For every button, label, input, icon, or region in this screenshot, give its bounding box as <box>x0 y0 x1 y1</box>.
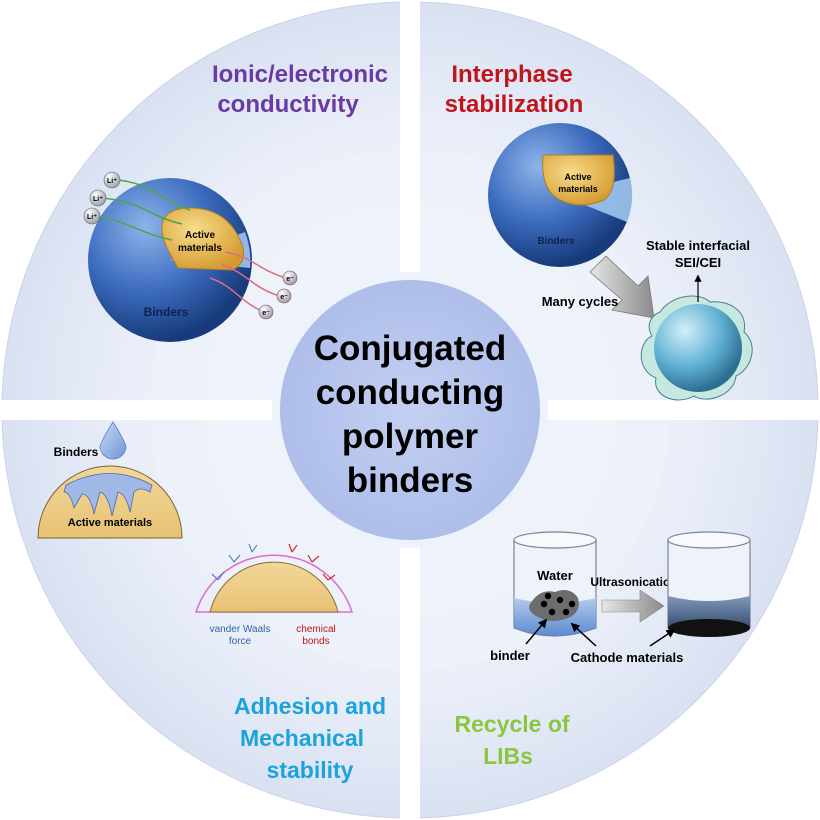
binder-pointer <box>525 618 548 645</box>
cathode-pointer-right <box>649 629 676 647</box>
q1-active-line-2: materials <box>178 243 222 254</box>
q1-electrons <box>258 270 298 320</box>
q1-title-line-1: Ionic/electronic <box>212 61 388 88</box>
vdw-label-line-1: vander Waals <box>210 624 271 635</box>
q3-active-label: Active materials <box>68 517 152 529</box>
q1-title-line-2: conductivity <box>217 91 359 118</box>
binder-label: binder <box>490 648 530 663</box>
q3-binders-label: Binders <box>54 445 99 459</box>
q4-title-line-2: LIBs <box>483 743 533 769</box>
q1-e-label-1: e⁻ <box>286 276 294 283</box>
q2-title-line-2: stabilization <box>445 91 584 118</box>
q4-title-line-1: Recycle of <box>454 711 569 737</box>
vdw-label-line-2: force <box>229 636 252 647</box>
q1-e-label-3: e⁻ <box>262 310 270 317</box>
chem-label-line-2: bonds <box>302 636 329 647</box>
center-circle <box>280 280 540 540</box>
center-line-1: Conjugated <box>314 329 506 368</box>
q1-active-line-1: Active <box>185 230 215 241</box>
q1-li-label-1: Li⁺ <box>107 178 117 185</box>
q3-title-line-3: stability <box>267 757 354 783</box>
q3-title-line-1: Adhesion and <box>234 693 386 719</box>
beaker-water <box>513 531 597 637</box>
many-cycles-label: Many cycles <box>542 294 619 309</box>
beaker-separated <box>667 531 751 637</box>
cathode-label: Cathode materials <box>571 650 684 665</box>
many-cycles-arrow <box>589 255 655 319</box>
center-line-4: binders <box>347 461 473 500</box>
stable-label-line-2: SEI/CEI <box>675 255 721 270</box>
adhesion-arc-diagram <box>194 543 354 613</box>
q3-title-line-2: Mechanical <box>240 725 364 751</box>
q1-li-ions <box>83 171 121 225</box>
ultrasonication-arrow <box>601 589 665 623</box>
q2-title-line-1: Interphase <box>451 61 572 88</box>
center-title: Conjugated conducting polymer binders <box>314 329 506 500</box>
q2-binder-sphere <box>488 123 633 267</box>
binder-spread <box>63 473 153 517</box>
stable-label-line-1: Stable interfacial <box>646 238 750 253</box>
cathode-pointer-left <box>570 622 597 647</box>
q2-binders-label: Binders <box>537 236 575 247</box>
binder-droplet <box>99 421 127 460</box>
q1-binders-label: Binders <box>144 305 189 319</box>
q2-active-line-1: Active <box>564 172 591 182</box>
center-line-3: polymer <box>342 417 479 456</box>
q1-li-paths <box>95 179 191 241</box>
ultrasonication-label: Ultrasonication <box>590 575 677 589</box>
water-label: Water <box>537 568 573 583</box>
q1-binder-sphere <box>88 178 252 342</box>
q1-e-label-2: e⁻ <box>280 294 288 301</box>
chem-label-line-1: chemical <box>296 624 335 635</box>
q2-title: Interphase stabilization <box>445 61 584 118</box>
q1-li-label-3: Li⁺ <box>87 214 97 221</box>
center-line-2: conducting <box>316 373 505 412</box>
q1-li-label-2: Li⁺ <box>93 196 103 203</box>
q4-title: Recycle of LIBs <box>454 711 569 769</box>
stabilized-particle <box>654 304 742 392</box>
q3-title: Adhesion and Mechanical stability <box>234 693 386 783</box>
q1-title: Ionic/electronic conductivity <box>212 61 388 118</box>
q1-e-paths <box>209 251 287 313</box>
q2-active-line-2: materials <box>558 184 598 194</box>
